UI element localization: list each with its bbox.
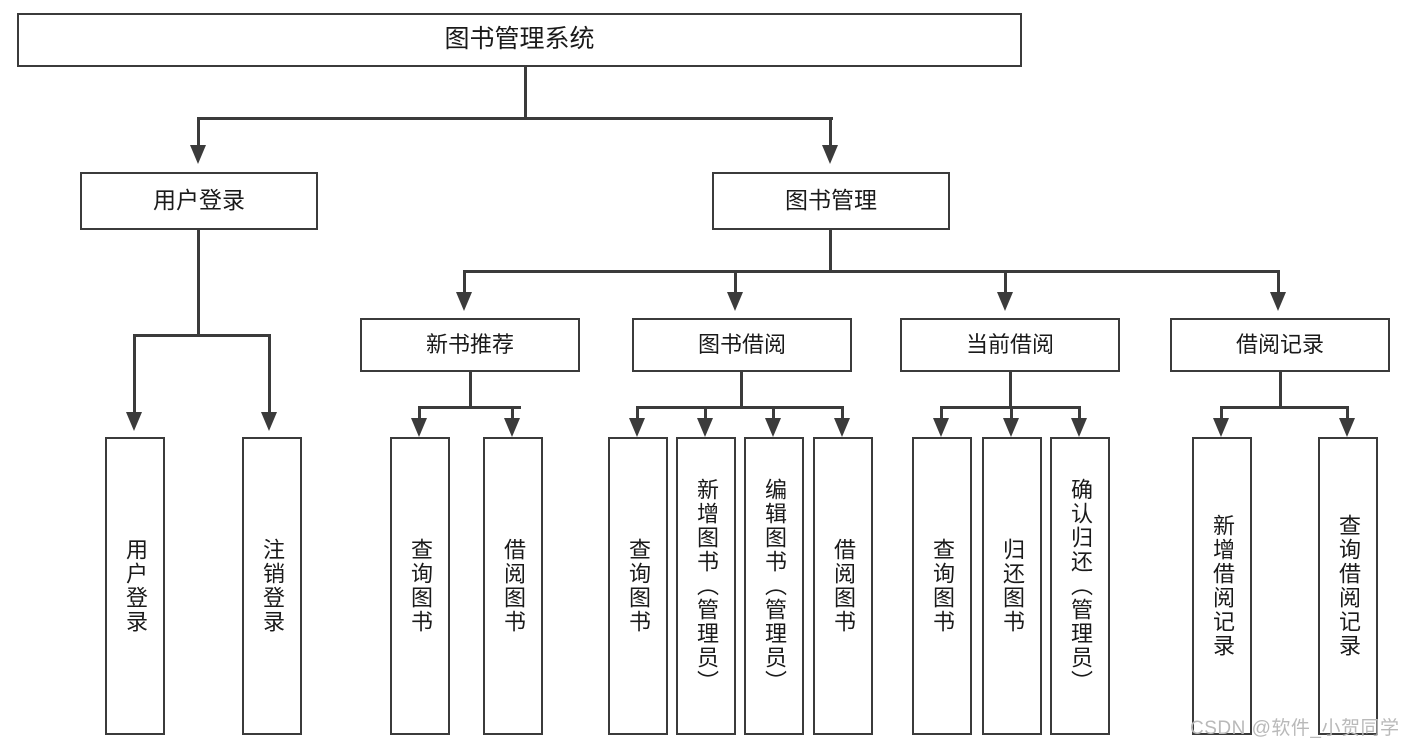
- edge-root-bus: [197, 117, 833, 120]
- edge-current-borrow-drop-3: [1078, 406, 1081, 422]
- arrowhead-leaf-query-record: [1339, 418, 1355, 437]
- node-label: 查询图书: [407, 538, 433, 634]
- edge-new-book-drop-1: [418, 406, 421, 422]
- leaf-add-borrow-record[interactable]: 新增借阅记录: [1192, 437, 1252, 735]
- leaf-edit-book-admin[interactable]: 编辑图书（管理员）: [744, 437, 804, 735]
- edge-root-to-book-mgmt: [829, 117, 832, 145]
- leaf-borrow-book[interactable]: 借阅图书: [813, 437, 873, 735]
- node-label: 归还图书: [999, 538, 1025, 634]
- node-label: 当前借阅: [965, 332, 1054, 358]
- leaf-confirm-return-admin[interactable]: 确认归还（管理员）: [1050, 437, 1110, 735]
- edge-user-login-drop-2: [268, 334, 271, 418]
- edge-user-login-stem: [197, 230, 200, 336]
- node-label: 借阅图书: [500, 538, 526, 634]
- arrowhead-leaf-query-book-3: [933, 418, 949, 437]
- node-label: 图书管理: [785, 187, 877, 214]
- csdn-watermark: CSDN @软件_小贺同学: [1190, 718, 1400, 739]
- edge-book-mgmt-drop-3: [1004, 270, 1007, 294]
- leaf-query-book-recommend[interactable]: 查询图书: [390, 437, 450, 735]
- leaf-query-borrow-record[interactable]: 查询借阅记录: [1318, 437, 1378, 735]
- node-current-borrow[interactable]: 当前借阅: [900, 318, 1120, 372]
- leaf-borrow-book-recommend[interactable]: 借阅图书: [483, 437, 543, 735]
- leaf-return-book[interactable]: 归还图书: [982, 437, 1042, 735]
- arrowhead-book-mgmt: [822, 145, 838, 164]
- arrowhead-current-borrow: [997, 292, 1013, 311]
- node-label: 借阅图书: [830, 538, 856, 634]
- arrowhead-leaf-add-book: [697, 418, 713, 437]
- arrowhead-borrow-record: [1270, 292, 1286, 311]
- edge-borrow-record-drop-2: [1346, 406, 1349, 422]
- node-label: 新增借阅记录: [1209, 514, 1235, 658]
- node-borrow-record[interactable]: 借阅记录: [1170, 318, 1390, 372]
- arrowhead-leaf-confirm-return: [1071, 418, 1087, 437]
- edge-borrow-record-drop-1: [1220, 406, 1223, 422]
- edge-book-borrow-drop-1: [636, 406, 639, 422]
- arrowhead-leaf-query-book-1: [411, 418, 427, 437]
- edge-book-mgmt-drop-2: [734, 270, 737, 294]
- node-label: 用户登录: [153, 187, 245, 214]
- edge-book-borrow-stem: [740, 372, 743, 408]
- node-label: 确认归还（管理员）: [1067, 478, 1093, 694]
- node-book-borrow[interactable]: 图书借阅: [632, 318, 852, 372]
- arrowhead-leaf-user-login: [126, 412, 142, 431]
- node-label: 新书推荐: [425, 332, 514, 358]
- edge-book-borrow-bus: [636, 406, 844, 409]
- node-label: 查询图书: [625, 538, 651, 634]
- arrowhead-leaf-borrow-book-1: [504, 418, 520, 437]
- arrowhead-leaf-edit-book: [765, 418, 781, 437]
- node-root-library-system[interactable]: 图书管理系统: [17, 13, 1022, 67]
- leaf-query-book-current[interactable]: 查询图书: [912, 437, 972, 735]
- node-book-management[interactable]: 图书管理: [712, 172, 950, 230]
- edge-user-login-drop-1: [133, 334, 136, 418]
- edge-new-book-drop-2: [511, 406, 514, 422]
- edge-user-login-bus: [133, 334, 269, 337]
- edge-current-borrow-stem: [1009, 372, 1012, 408]
- node-label: 编辑图书（管理员）: [761, 478, 787, 694]
- node-user-login[interactable]: 用户登录: [80, 172, 318, 230]
- arrowhead-user-login: [190, 145, 206, 164]
- edge-current-borrow-drop-1: [940, 406, 943, 422]
- leaf-user-login[interactable]: 用户登录: [105, 437, 165, 735]
- arrowhead-leaf-borrow-book-2: [834, 418, 850, 437]
- node-label: 借阅记录: [1235, 332, 1324, 358]
- edge-current-borrow-drop-2: [1010, 406, 1013, 422]
- edge-book-mgmt-drop-1: [463, 270, 466, 294]
- node-label: 图书管理系统: [444, 25, 595, 54]
- node-label: 注销登录: [259, 538, 285, 634]
- edge-book-borrow-drop-2: [704, 406, 707, 422]
- arrowhead-leaf-return-book: [1003, 418, 1019, 437]
- edge-new-book-stem: [469, 372, 472, 408]
- leaf-logout[interactable]: 注销登录: [242, 437, 302, 735]
- arrowhead-leaf-query-book-2: [629, 418, 645, 437]
- edge-book-borrow-drop-3: [772, 406, 775, 422]
- arrowhead-book-borrow: [727, 292, 743, 311]
- arrowhead-leaf-add-record: [1213, 418, 1229, 437]
- edge-root-stem: [524, 67, 527, 119]
- arrowhead-new-book-recommend: [456, 292, 472, 311]
- node-label: 图书借阅: [697, 332, 786, 358]
- node-label: 查询图书: [929, 538, 955, 634]
- leaf-query-book-borrow[interactable]: 查询图书: [608, 437, 668, 735]
- node-label: 查询借阅记录: [1335, 514, 1361, 658]
- arrowhead-leaf-logout: [261, 412, 277, 431]
- node-new-book-recommend[interactable]: 新书推荐: [360, 318, 580, 372]
- edge-book-mgmt-drop-4: [1277, 270, 1280, 294]
- leaf-add-book-admin[interactable]: 新增图书（管理员）: [676, 437, 736, 735]
- edge-book-borrow-drop-4: [841, 406, 844, 422]
- edge-borrow-record-stem: [1279, 372, 1282, 408]
- node-label: 用户登录: [122, 538, 148, 634]
- edge-root-to-user-login: [197, 117, 200, 145]
- edge-book-mgmt-stem: [829, 230, 832, 272]
- edge-book-mgmt-bus: [463, 270, 1280, 273]
- edge-new-book-bus: [418, 406, 521, 409]
- edge-borrow-record-bus: [1220, 406, 1349, 409]
- node-label: 新增图书（管理员）: [693, 478, 719, 694]
